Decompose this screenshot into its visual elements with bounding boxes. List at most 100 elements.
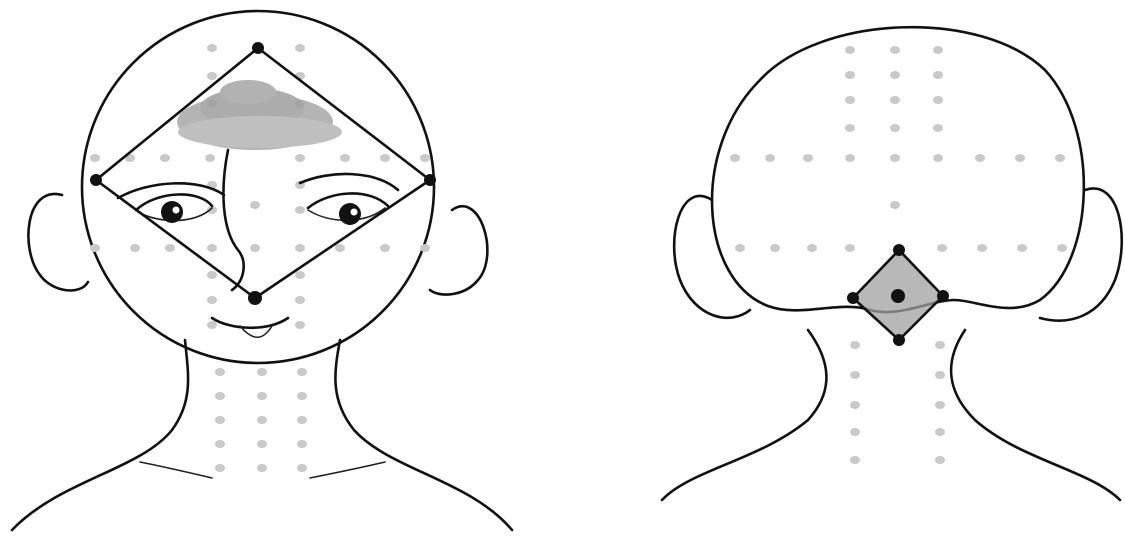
front-guide-dot (297, 368, 307, 376)
front-guide-dot (257, 464, 267, 472)
front-guide-dot (340, 154, 350, 162)
front-guide-dot (257, 368, 267, 376)
back-guide-dot (933, 71, 943, 79)
front-left-shoulder-outline (12, 340, 188, 530)
back-guide-dot (935, 401, 945, 409)
back-guide-dot (935, 371, 945, 379)
front-vertex-bottom (248, 291, 262, 305)
front-guide-dot (207, 244, 217, 252)
back-guide-dot (850, 371, 860, 379)
back-guide-dot (765, 154, 775, 162)
front-shaded-forehead (177, 80, 342, 150)
front-left-ear (28, 194, 88, 291)
front-guide-dot (250, 201, 260, 209)
back-guide-dot (845, 124, 855, 132)
front-guide-dot (295, 244, 305, 252)
back-guide-dot (845, 154, 855, 162)
front-guide-dot (295, 154, 305, 162)
back-vertex-bottom (893, 334, 905, 346)
back-right-ear (1040, 188, 1122, 320)
front-guide-dot (297, 416, 307, 424)
back-guide-dot (937, 244, 947, 252)
front-guide-dot (257, 392, 267, 400)
back-vertex-top (893, 244, 905, 256)
back-guide-dot (935, 428, 945, 436)
back-center-point (891, 289, 905, 303)
front-guide-dot (215, 464, 225, 472)
front-guide-dot (295, 206, 305, 214)
front-guide-dot (420, 154, 430, 162)
back-guide-dot (850, 341, 860, 349)
front-right-shoulder-outline (335, 340, 512, 530)
front-guide-dot (90, 244, 100, 252)
front-right-ear (430, 206, 487, 294)
back-guide-dot (933, 96, 943, 104)
back-guide-dot (845, 96, 855, 104)
back-guide-dot (845, 244, 855, 252)
front-guide-dot (207, 72, 217, 80)
front-guide-dot (257, 416, 267, 424)
front-head-outline (82, 11, 434, 363)
back-right-shoulder-outline (951, 330, 1120, 500)
back-guide-dot (890, 124, 900, 132)
back-guide-dot (845, 71, 855, 79)
front-guide-dot (297, 392, 307, 400)
front-guide-dot (215, 416, 225, 424)
front-vertex-top (252, 42, 264, 54)
front-guide-dot (207, 321, 217, 329)
front-guide-dot (257, 440, 267, 448)
back-guide-dot (803, 154, 813, 162)
back-guide-dot (933, 124, 943, 132)
front-right-eyebrow (300, 174, 398, 190)
back-guide-dot (933, 154, 943, 162)
front-guide-dot (215, 392, 225, 400)
back-guide-dot (890, 201, 900, 209)
back-guide-dot (845, 46, 855, 54)
front-guide-dot (420, 244, 430, 252)
front-guide-dot (335, 244, 345, 252)
front-left-pupil (161, 201, 183, 223)
back-guide-dot (890, 46, 900, 54)
back-guide-dot (1055, 154, 1065, 162)
front-guide-dot (165, 244, 175, 252)
back-guide-dot (977, 244, 987, 252)
front-guide-dot (295, 296, 305, 304)
front-guide-dot (215, 440, 225, 448)
front-vertex-right (424, 174, 436, 186)
front-guide-dot (380, 244, 390, 252)
front-guide-dot (207, 271, 217, 279)
back-guide-dot (890, 96, 900, 104)
front-guide-dot (90, 154, 100, 162)
front-guide-dot (295, 271, 305, 279)
back-guide-dot (935, 456, 945, 464)
front-guide-dot (207, 296, 217, 304)
back-guide-dot (890, 71, 900, 79)
front-guide-dot (215, 368, 225, 376)
front-left-collarbone (140, 462, 212, 478)
back-vertex-left (847, 292, 859, 304)
back-guide-dot (850, 401, 860, 409)
front-guide-dot (295, 321, 305, 329)
back-view (662, 27, 1122, 500)
back-guide-dot (975, 154, 985, 162)
front-guide-dot (250, 244, 260, 252)
back-guide-dot (730, 154, 740, 162)
front-guide-dot (207, 44, 217, 52)
front-view (12, 11, 512, 530)
front-right-pupil (339, 203, 361, 225)
back-guide-dot (735, 244, 745, 252)
back-guide-dot (1015, 154, 1025, 162)
front-right-collarbone (310, 462, 385, 478)
front-guide-dot (297, 440, 307, 448)
front-guide-dot (380, 154, 390, 162)
back-left-shoulder-outline (662, 330, 826, 500)
back-guide-dot (1057, 244, 1067, 252)
back-guide-dot (890, 154, 900, 162)
back-guide-dot (850, 456, 860, 464)
front-guide-dot (130, 244, 140, 252)
back-guide-dot (770, 244, 780, 252)
front-guide-dot (160, 154, 170, 162)
back-guide-dot (935, 341, 945, 349)
